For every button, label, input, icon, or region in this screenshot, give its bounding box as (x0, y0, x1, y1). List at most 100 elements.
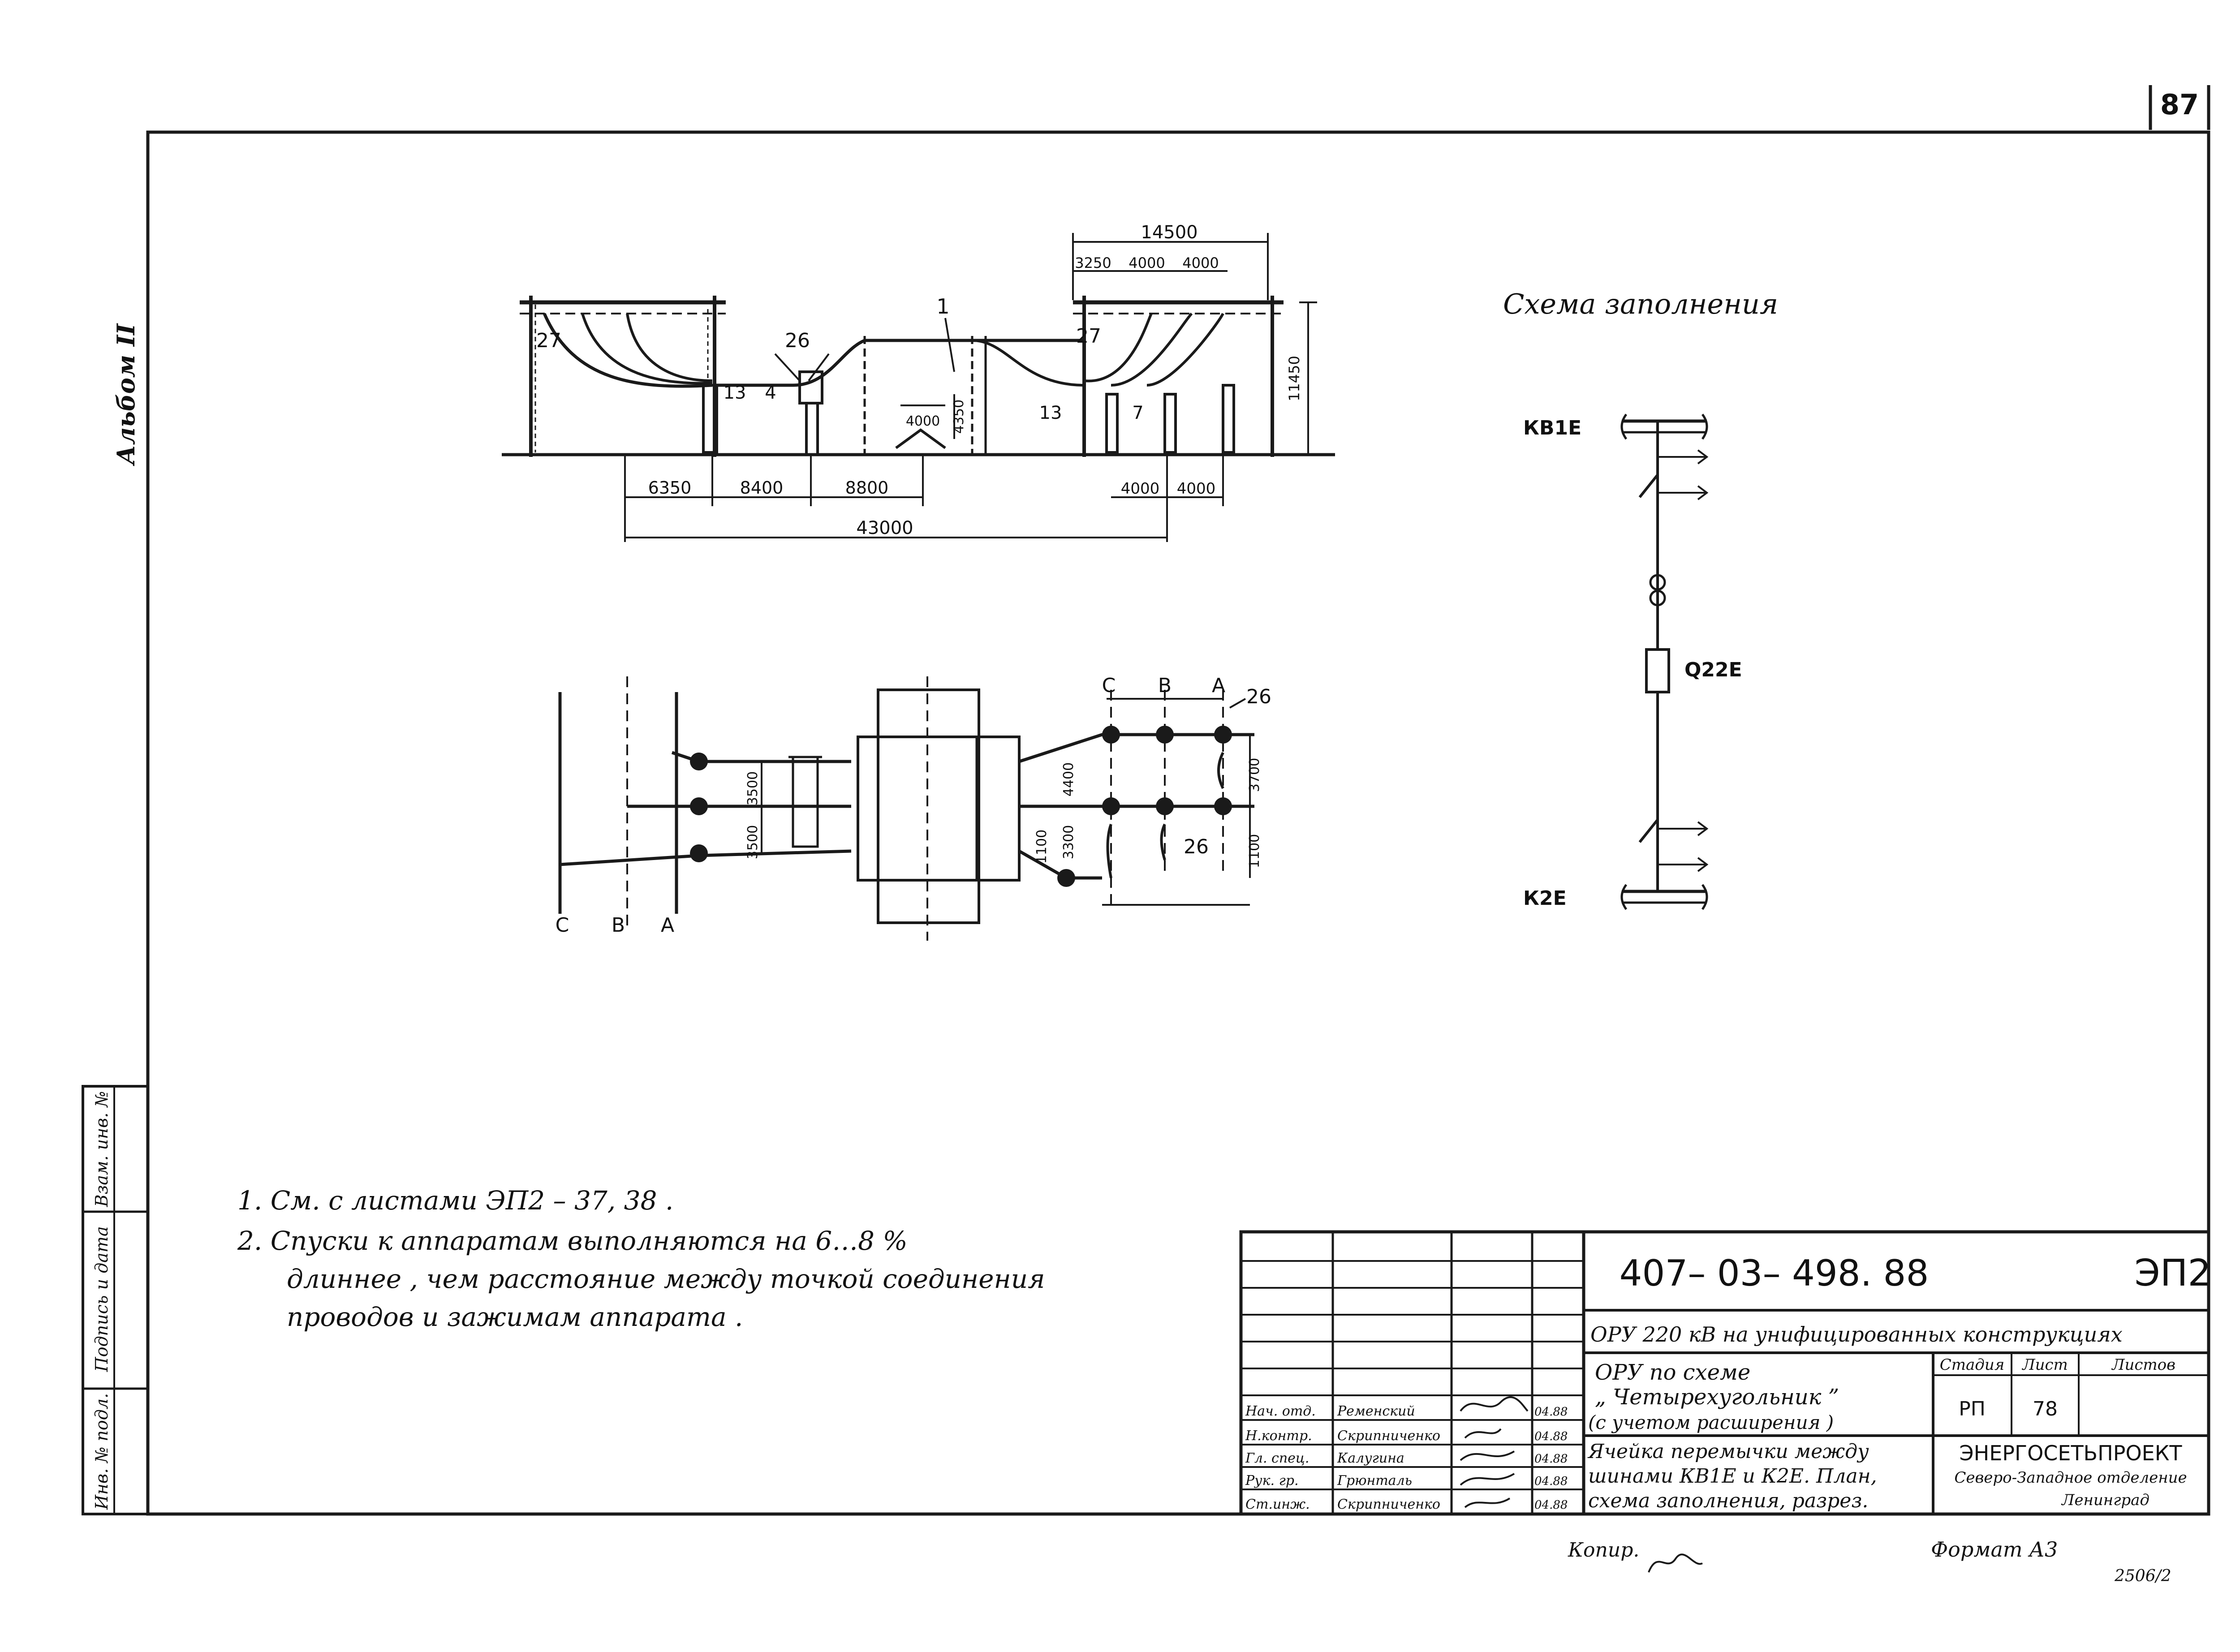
signer-name-1: Ременский (1337, 1403, 1415, 1419)
dim-top-c: 4000 (1182, 254, 1219, 271)
signer-name-2: Скрипниченко (1337, 1428, 1440, 1444)
dim-right-e: 1100 (1247, 834, 1262, 868)
scheme-top-bus: КВ1Е (1523, 417, 1581, 439)
signer-role-5: Ст.инж. (1245, 1497, 1310, 1512)
dim-right-c: 1100 (1034, 830, 1050, 864)
signer-name-5: Скрипниченко (1337, 1497, 1440, 1512)
node-c (690, 753, 708, 770)
scheme-bottom-bus: К2Е (1523, 887, 1567, 910)
dim-bottom-e: 4000 (1177, 480, 1216, 498)
signer-date-2: 04.88 (1534, 1430, 1568, 1443)
left-stamp: Взам. инв. № Подпись и дата Инв. № подл. (82, 1085, 149, 1515)
phase-a-bottom: A (661, 914, 674, 937)
phase-c-top: C (1102, 674, 1116, 697)
signer-role-4: Рук. гр. (1245, 1473, 1298, 1489)
callout-13-right: 13 (1039, 403, 1062, 423)
phase-b-top: B (1158, 674, 1172, 697)
dim-left-b: 3500 (745, 825, 761, 859)
stamp-sign-date: Подпись и дата (92, 1226, 112, 1372)
archive-code: 2506/2 (2114, 1567, 2171, 1585)
node-right-mid-2 (1156, 797, 1174, 815)
scheme-diagram (1620, 413, 1709, 910)
dim-height: 11450 (1286, 356, 1303, 401)
plan-elevation (502, 233, 1335, 542)
scheme-line-2: „ Четырехугольник ” (1595, 1385, 1839, 1410)
scheme-line-3: (с учетом расширения ) (1588, 1411, 1834, 1433)
dim-right-b: 3700 (1247, 758, 1262, 792)
callout-26: 26 (785, 329, 810, 352)
phase-c-bottom: C (556, 914, 569, 937)
signer-name-3: Калугина (1337, 1450, 1404, 1466)
title-block (1239, 1230, 2210, 1516)
callout-27-left: 27 (536, 329, 561, 352)
signatures (1460, 1396, 1529, 1508)
callout-1: 1 (936, 294, 949, 318)
callout-4: 4 (765, 383, 776, 403)
dim-bottom-b: 8400 (740, 478, 784, 498)
dim-top-a: 3250 (1075, 254, 1111, 271)
signer-date-4: 04.88 (1534, 1475, 1568, 1488)
scheme-title: Схема заполнения (1503, 288, 1778, 320)
org-name: ЭНЕРГОСЕТЬПРОЕКТ (1960, 1441, 2183, 1465)
scheme-breaker: Q22E (1684, 658, 1742, 681)
dim-bottom-c: 8800 (845, 478, 889, 498)
dim-total: 43000 (856, 518, 913, 538)
copier-signature (1648, 1553, 1703, 1573)
doc-code: 407– 03– 498. 88 (1620, 1252, 1929, 1294)
dim-center-b: 4350 (951, 400, 967, 434)
format-label: Формат А3 (1931, 1537, 2058, 1562)
note-2-line3: проводов и зажимам аппарата . (287, 1302, 743, 1332)
callout-27-right: 27 (1076, 325, 1101, 348)
node-right-mid-1 (1102, 797, 1120, 815)
node-a (690, 844, 708, 862)
sheet-value: 78 (2033, 1398, 2058, 1420)
phase-b-bottom: B (612, 914, 625, 937)
sheet-title-1: Ячейка перемычки между (1587, 1440, 1869, 1463)
dim-center-a: 4000 (906, 413, 940, 429)
node-b (690, 797, 708, 815)
dim-top-total: 14500 (1141, 222, 1198, 243)
sheets-label: Листов (2111, 1356, 2175, 1374)
dim-top-b: 4000 (1129, 254, 1165, 271)
callout-7: 7 (1132, 403, 1143, 423)
signer-role-1: Нач. отд. (1245, 1403, 1316, 1419)
sheet-label: Лист (2021, 1356, 2068, 1374)
stamp-replace-inv: Взам. инв. № (92, 1091, 112, 1208)
signer-date-1: 04.88 (1534, 1405, 1568, 1419)
breaker-box (1645, 648, 1670, 693)
object-name: ОРУ 220 кВ на унифицированных конструкци… (1590, 1322, 2123, 1347)
org-division: Северо-Западное отделение (1954, 1469, 2187, 1487)
dim-right-d: 3300 (1061, 825, 1077, 859)
signer-role-2: Н.контр. (1245, 1428, 1312, 1444)
page-number-box: 87 (2149, 85, 2210, 130)
sheet-title-2: шинами КВ1Е и К2Е. План, (1588, 1465, 1877, 1488)
phase-a-top: A (1212, 674, 1225, 697)
org-city: Ленинград (2061, 1491, 2150, 1509)
stage-label: Стадия (1940, 1356, 2004, 1374)
stage-value: РП (1959, 1398, 1986, 1420)
dim-right-a: 4400 (1061, 762, 1077, 796)
dim-bottom-d: 4000 (1121, 480, 1160, 498)
signer-date-5: 04.88 (1534, 1498, 1568, 1512)
stamp-inv-orig: Инв. № подл. (92, 1393, 112, 1510)
sheet-title-3: схема заполнения, разрез. (1588, 1489, 1868, 1512)
note-2-line2: длиннее , чем расстояние между точкой со… (287, 1264, 1045, 1294)
section-view (558, 676, 1254, 941)
sheet-frame (146, 130, 2210, 1516)
signer-date-3: 04.88 (1534, 1452, 1568, 1466)
section-callout-26-bottom: 26 (1184, 835, 1209, 858)
section-code: ЭП2 (2134, 1252, 2211, 1295)
album-label: Альбом II (112, 323, 140, 467)
page-number: 87 (2160, 88, 2199, 121)
section-callout-26-top: 26 (1246, 685, 1271, 708)
scheme-line-1: ОРУ по схеме (1595, 1360, 1750, 1385)
callout-13-left: 13 (724, 383, 746, 403)
signer-name-4: Грюнталь (1337, 1473, 1412, 1489)
node-right-bot (1057, 869, 1075, 887)
dim-bottom-a: 6350 (648, 478, 692, 498)
note-1: 1. См. с листами ЭП2 – 37, 38 . (237, 1185, 673, 1216)
note-2: 2. Спуски к аппаратам выполняются на 6…8… (237, 1226, 908, 1256)
dim-left-a: 3500 (745, 771, 761, 805)
copied-label: Копир. (1568, 1539, 1639, 1562)
